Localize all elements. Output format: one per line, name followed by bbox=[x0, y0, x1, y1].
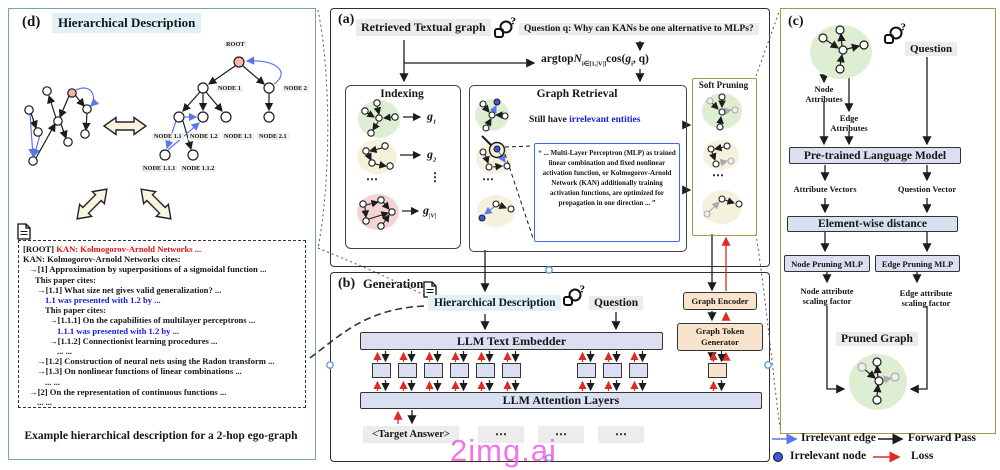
irrelevant-entities-note: Still have irrelevant entities bbox=[529, 115, 641, 125]
description-line: This paper cites: bbox=[45, 305, 106, 316]
tree-node-label-1: NODE 1 bbox=[216, 85, 243, 92]
indexing-box bbox=[345, 85, 461, 249]
element-wise-distance-bar: Element-wise distance bbox=[787, 216, 958, 232]
panel-a-label: (a) bbox=[338, 12, 355, 27]
description-line: KAN: Kolmogorov-Arnold Networks cites: bbox=[23, 254, 181, 265]
hierarchical-description-label: Hierarchical Description bbox=[428, 295, 562, 311]
tree-node-label-1-2: NODE 1.2 bbox=[188, 133, 220, 140]
legend-irrelevant-edge: Irrelevant edge bbox=[801, 432, 876, 444]
text-token-slot bbox=[476, 363, 495, 378]
graph-token-generator-box: Graph Token Generator bbox=[677, 323, 763, 351]
attribute-vectors-label: Attribute Vectors bbox=[793, 184, 857, 194]
graph-retrieval-title: Graph Retrieval bbox=[536, 88, 618, 100]
tree-node-label-2: NODE 2 bbox=[282, 85, 309, 92]
legend-loss: Loss bbox=[911, 450, 934, 462]
text-token-slot bbox=[450, 363, 469, 378]
tree-node-label-1-3: NODE 1.3 bbox=[222, 133, 254, 140]
tree-node-label-root: ROOT bbox=[224, 41, 247, 48]
text-token-slot bbox=[372, 363, 391, 378]
legend-irrelevant-node: Irrelevant node bbox=[790, 450, 867, 462]
pruning-ellipsis: ⋯ bbox=[712, 168, 724, 182]
description-line: This paper cites: bbox=[35, 274, 96, 285]
argtopn-formula: argtopNi∈[1,|V|]cos(gi, q) bbox=[541, 53, 649, 68]
description-line: →[1.1.1] On the capabilities of multilay… bbox=[49, 315, 256, 326]
description-line: →[1] Approximation by superpositions of … bbox=[29, 264, 267, 275]
question-vector-label: Question Vector bbox=[897, 184, 957, 194]
tree-node-label-1-1-2: NODE 1.1.2 bbox=[180, 165, 217, 172]
text-token-slot bbox=[398, 363, 417, 378]
node-pruning-mlp-box: Node Pruning MLP bbox=[784, 255, 870, 272]
retrieved-textual-graph-label: Retrieved Textual graph bbox=[356, 19, 491, 36]
text-token-slot bbox=[424, 363, 443, 378]
pretrained-language-model-bar: Pre-trained Language Model bbox=[789, 147, 961, 164]
description-line: →[1.3] On nonlinear functions of linear … bbox=[37, 366, 242, 377]
soft-pruning-box bbox=[692, 78, 757, 236]
panel-a-retrieval bbox=[330, 8, 770, 267]
watermark: 2img.ai bbox=[450, 433, 557, 468]
tree-node-label-1-1: NODE 1.1 bbox=[152, 133, 184, 140]
graph-token-slot bbox=[708, 363, 727, 378]
hierarchical-description-box: [ROOT] KAN: Kolmogorov-Arnold Networks .… bbox=[18, 240, 306, 408]
description-line: 1.1 was presented with 1.2 by ... bbox=[45, 295, 161, 306]
target-answer-box: <Target Answer> bbox=[363, 426, 459, 443]
indexing-vellipsis: ⋮ bbox=[429, 170, 441, 184]
llm-attention-layers-bar: LLM Attention Layers bbox=[360, 392, 762, 409]
hierarchical-description-title: Hierarchical Description bbox=[52, 13, 202, 33]
node-attributes-label: Node Attributes bbox=[805, 84, 843, 104]
text-token-slot bbox=[629, 363, 648, 378]
generation-title: Generation bbox=[363, 277, 424, 291]
description-line: ... ... bbox=[45, 376, 61, 387]
description-line: →[1.1] What size net gives valid general… bbox=[37, 284, 222, 295]
g1-label: g1 bbox=[427, 109, 437, 126]
mlp-kan-quote-box: “ ... Multi-Layer Perceptron (MLP) as tr… bbox=[534, 143, 680, 242]
panel-c-label: (c) bbox=[788, 14, 804, 29]
question-text: Question q: Why can KANs be one alternat… bbox=[519, 23, 759, 35]
ellipsis-box: ⋯ bbox=[598, 426, 644, 443]
text-token-slot bbox=[603, 363, 622, 378]
description-line: ... ... bbox=[37, 397, 53, 408]
text-token-slot bbox=[502, 363, 521, 378]
panel-b-label: (b) bbox=[338, 276, 356, 291]
retrieval-ellipsis: ⋯ bbox=[482, 172, 494, 186]
graph-encoder-box: Graph Encoder bbox=[683, 292, 757, 310]
node-scaling-label: Node attribute scaling factor bbox=[800, 286, 854, 306]
description-line: [ROOT] KAN: Kolmogorov-Arnold Networks .… bbox=[23, 244, 202, 254]
tree-node-label-2-1: NODE 2.1 bbox=[257, 133, 289, 140]
indexing-title: Indexing bbox=[380, 88, 424, 100]
soft-pruning-title: Soft Pruning bbox=[698, 80, 749, 90]
llm-text-embedder-bar: LLM Text Embedder bbox=[360, 332, 663, 350]
edge-pruning-mlp-box: Edge Pruning MLP bbox=[875, 255, 960, 272]
description-line: →[1.1.2] Connectionist learning procedur… bbox=[49, 335, 218, 346]
ellipsis-box: ⋯ bbox=[538, 426, 584, 443]
g2-label: g2 bbox=[427, 147, 437, 164]
pruned-graph-label: Pruned Graph bbox=[836, 332, 918, 346]
question-label-c: Question bbox=[905, 42, 958, 56]
graph-retrieval-box bbox=[469, 85, 687, 252]
tree-node-label-1-1-1: NODE 1.1.1 bbox=[141, 165, 178, 172]
panel-d-caption: Example hierarchical description for a 2… bbox=[24, 430, 298, 442]
question-label: Question bbox=[589, 296, 644, 310]
panel-d-label: (d) bbox=[22, 14, 41, 30]
description-line: ... ... bbox=[57, 346, 73, 357]
legend-forward-pass: Forward Pass bbox=[908, 432, 977, 444]
description-line: 1.1.1 was presented with 1.2 by ... bbox=[57, 325, 180, 336]
ellipsis-box: ⋯ bbox=[478, 426, 524, 443]
description-line: →[1.2] Construction of neural nets using… bbox=[37, 356, 275, 367]
text-token-slot bbox=[577, 363, 596, 378]
edge-attributes-label: Edge Attributes bbox=[830, 113, 868, 133]
gV-label: g|V| bbox=[423, 203, 437, 220]
edge-scaling-label: Edge attribute scaling factor bbox=[899, 288, 953, 308]
indexing-ellipsis: ⋯ bbox=[366, 172, 378, 186]
irrelevant-node-dot bbox=[773, 452, 783, 462]
description-line: →[2] On the representation of continuous… bbox=[29, 386, 227, 397]
